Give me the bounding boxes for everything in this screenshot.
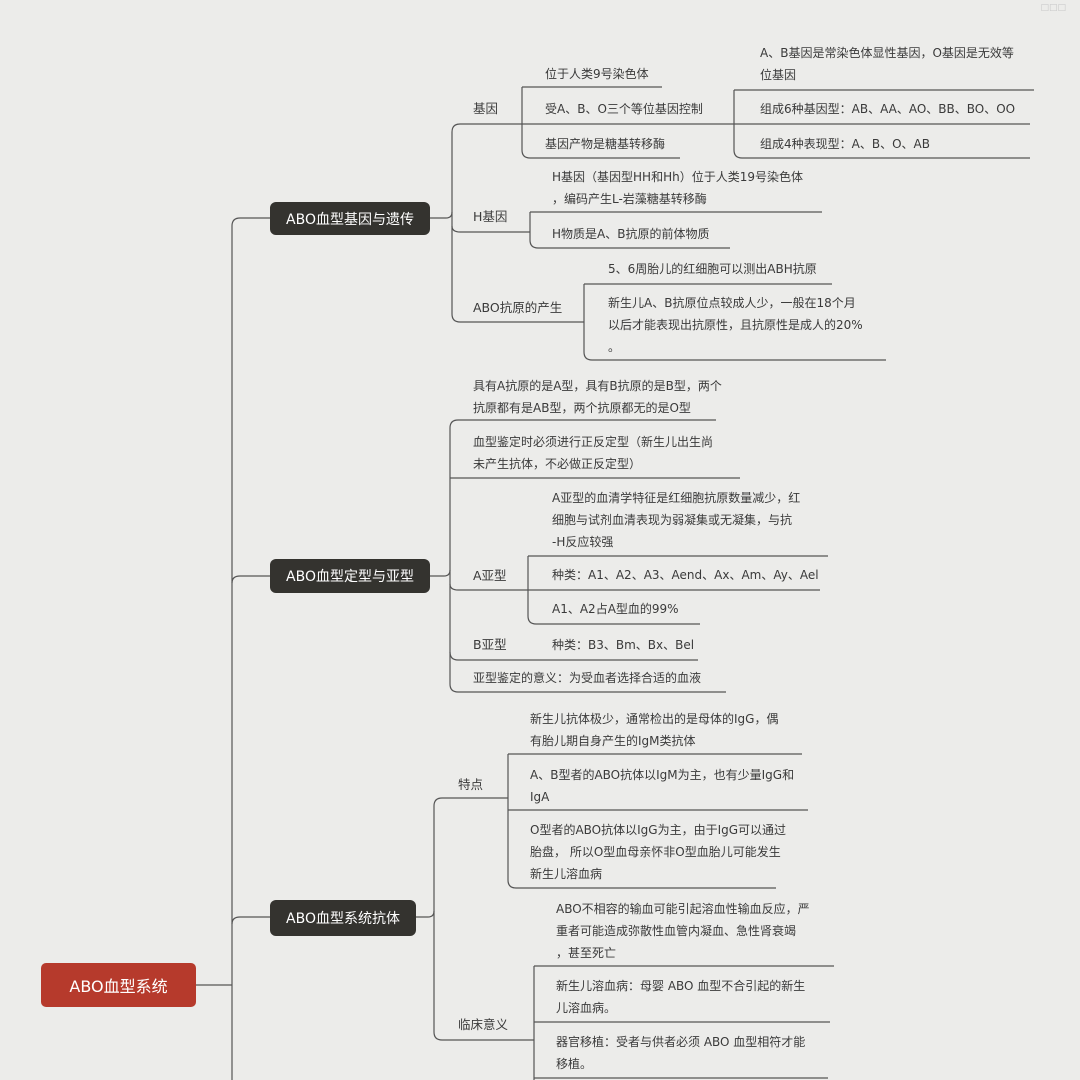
gene-item[interactable]: 位于人类9号染色体 — [545, 67, 649, 81]
branch-antibody-node[interactable]: ABO血型系统抗体 — [270, 900, 416, 936]
watermark: □□□ — [1040, 3, 1066, 13]
antigen-item[interactable]: 新生儿A、B抗原位点较成人少，一般在18个月 以后才能表现出抗原性，且抗原性是成… — [608, 296, 863, 354]
gene-item[interactable]: 基因产物是糖基转移酶 — [545, 137, 666, 151]
gene-item[interactable]: 受A、B、O三个等位基因控制 — [545, 102, 703, 116]
a-sub-label[interactable]: A亚型 — [473, 568, 507, 583]
gene-sub-item[interactable]: 组成4种表现型：A、B、O、AB — [760, 137, 930, 151]
feature-item[interactable]: 新生儿抗体极少，通常检出的是母体的IgG，偶 有胎儿期自身产生的IgM类抗体 — [530, 712, 779, 748]
clinical-item[interactable]: 器官移植：受者与供者必须 ABO 血型相符才能 移植。 — [556, 1035, 806, 1071]
antigen-label[interactable]: ABO抗原的产生 — [473, 300, 563, 315]
clinical-item[interactable]: 新生儿溶血病：母婴 ABO 血型不合引起的新生 儿溶血病。 — [556, 979, 806, 1015]
antigen-item[interactable]: 5、6周胎儿的红细胞可以测出ABH抗原 — [608, 262, 817, 276]
feature-item[interactable]: A、B型者的ABO抗体以IgM为主，也有少量IgG和 IgA — [530, 768, 795, 804]
typing-item[interactable]: 亚型鉴定的意义：为受血者选择合适的血液 — [473, 671, 702, 685]
clinical-label[interactable]: 临床意义 — [458, 1017, 509, 1032]
a-sub-item[interactable]: 种类：A1、A2、A3、Aend、Ax、Am、Ay、Ael — [552, 568, 819, 582]
feature-item[interactable]: O型者的ABO抗体以IgG为主，由于IgG可以通过 胎盘， 所以O型血母亲怀非O… — [530, 823, 787, 881]
b-sub-label[interactable]: B亚型 — [473, 637, 507, 652]
a-sub-item[interactable]: A1、A2占A型血的99% — [552, 602, 679, 616]
gene-sub-item[interactable]: 组成6种基因型：AB、AA、AO、BB、BO、OO — [760, 102, 1016, 116]
b-sub-item[interactable]: 种类：B3、Bm、Bx、Bel — [552, 638, 695, 652]
typing-item[interactable]: 具有A抗原的是A型，具有B抗原的是B型，两个 抗原都有是AB型，两个抗原都无的是… — [473, 379, 722, 415]
gene-sub-item[interactable]: A、B基因是常染色体显性基因，O基因是无效等 位基因 — [760, 46, 1014, 82]
clinical-item[interactable]: ABO不相容的输血可能引起溶血性输血反应，严 重者可能造成弥散性血管内凝血、急性… — [556, 902, 810, 960]
typing-item[interactable]: 血型鉴定时必须进行正反定型（新生儿出生尚 未产生抗体，不必做正反定型） — [473, 435, 714, 471]
features-label[interactable]: 特点 — [458, 777, 484, 792]
branch-typing-node[interactable]: ABO血型定型与亚型 — [270, 559, 430, 593]
branch-genetics-node[interactable]: ABO血型基因与遗传 — [270, 202, 430, 235]
h-gene-item[interactable]: H物质是A、B抗原的前体物质 — [552, 227, 710, 241]
a-sub-item[interactable]: A亚型的血清学特征是红细胞抗原数量减少，红 细胞与试剂血清表现为弱凝集或无凝集，… — [552, 491, 801, 549]
h-gene-item[interactable]: H基因（基因型HH和Hh）位于人类19号染色体 ，编码产生L-岩藻糖基转移酶 — [552, 170, 803, 206]
gene-label[interactable]: 基因 — [473, 101, 499, 116]
h-gene-label[interactable]: H基因 — [473, 209, 508, 224]
root-node[interactable]: ABO血型系统 — [41, 963, 196, 1007]
